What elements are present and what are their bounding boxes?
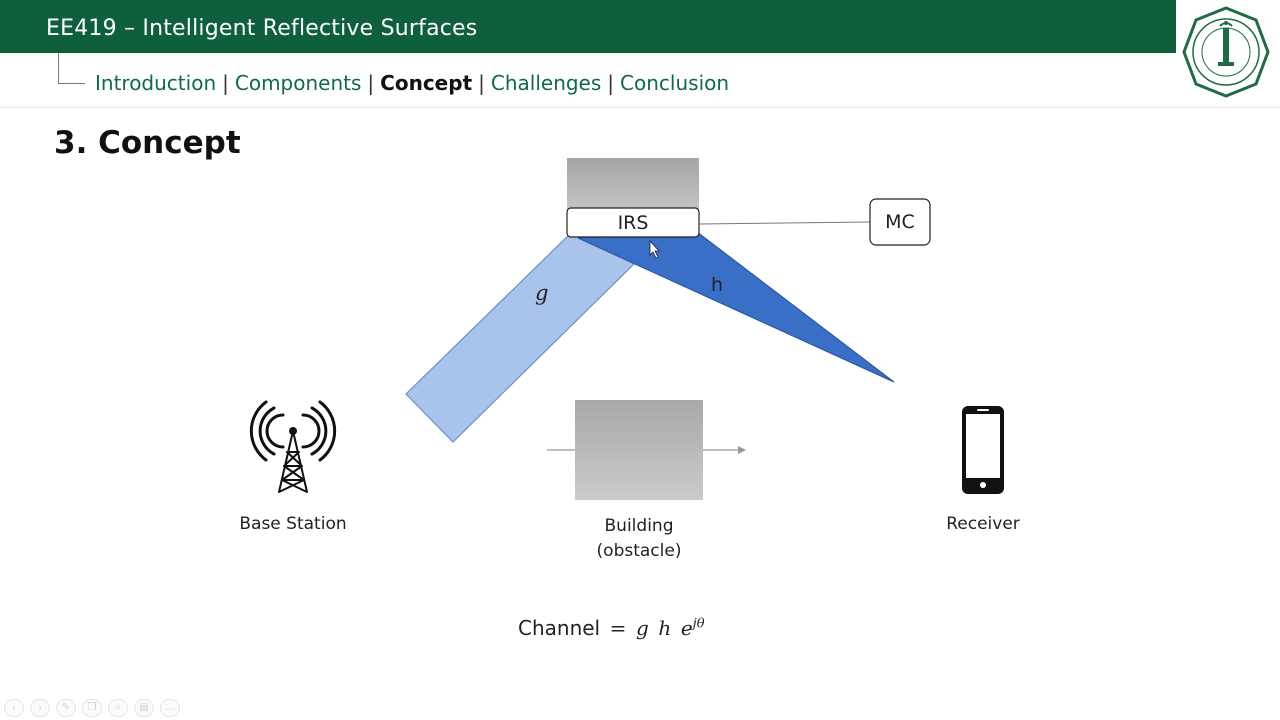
nav-separator: |: [222, 71, 229, 95]
irs-mount-block: [567, 158, 699, 210]
base-station-icon: [249, 400, 337, 493]
mc-label: MC: [885, 211, 915, 233]
nav-separator: |: [607, 71, 615, 95]
slides-icon[interactable]: ▤: [134, 699, 154, 717]
equation-g: g: [636, 616, 649, 640]
nav-item-components[interactable]: Components: [234, 71, 362, 95]
nav-item-conclusion[interactable]: Conclusion: [620, 71, 730, 95]
equation-exponent: jθ: [692, 616, 705, 632]
pen-icon[interactable]: ✎: [56, 699, 76, 717]
section-nav: Introduction|Components|Concept|Challeng…: [95, 71, 729, 95]
equation-e: e: [680, 616, 693, 640]
zoom-icon[interactable]: ⌕: [108, 699, 128, 717]
nav-separator: |: [478, 71, 485, 95]
next-icon[interactable]: ›: [30, 699, 50, 717]
nav-separator: |: [367, 71, 375, 95]
nav-divider: [0, 107, 1280, 108]
equation-equals: =: [609, 616, 627, 640]
receiver-label: Receiver: [946, 514, 1020, 534]
presentation-toolbar: ‹ › ✎ ❐ ⌕ ▤ …: [4, 699, 180, 717]
channel-equation: Channel = g h ejθ: [518, 616, 705, 641]
building-block: [575, 400, 703, 500]
header-bar: EE419 – Intelligent Reflective Surfaces: [0, 0, 1176, 53]
beam-h: [577, 231, 895, 383]
beam-g-label: g: [535, 281, 549, 305]
direct-path-arrowhead: [738, 446, 746, 454]
nav-connector-line: [58, 53, 85, 84]
equation-h: h: [658, 616, 672, 640]
beam-h-label: h: [711, 274, 724, 296]
base-station-label: Base Station: [239, 514, 347, 534]
section-title: 3. Concept: [54, 125, 241, 161]
nav-item-challenges[interactable]: Challenges: [490, 71, 602, 95]
mouse-cursor-icon: [649, 239, 660, 259]
more-icon[interactable]: …: [160, 699, 180, 717]
irs-mc-link: [698, 221, 871, 225]
building-label: Building (obstacle): [560, 514, 718, 564]
nav-item-introduction[interactable]: Introduction: [95, 71, 217, 95]
prev-icon[interactable]: ‹: [4, 699, 24, 717]
university-logo: [1180, 6, 1272, 98]
building-label-line2: (obstacle): [596, 541, 682, 561]
building-label-line1: Building: [604, 516, 674, 536]
mc-box: [869, 198, 931, 246]
nav-item-concept[interactable]: Concept: [380, 71, 473, 95]
irs-box: [566, 207, 700, 238]
receiver-phone-icon: [962, 406, 1004, 494]
equation-channel-word: Channel: [518, 616, 601, 640]
irs-label: IRS: [617, 212, 649, 234]
copy-icon[interactable]: ❐: [82, 699, 102, 717]
slide-header-title: EE419 – Intelligent Reflective Surfaces: [46, 16, 478, 41]
